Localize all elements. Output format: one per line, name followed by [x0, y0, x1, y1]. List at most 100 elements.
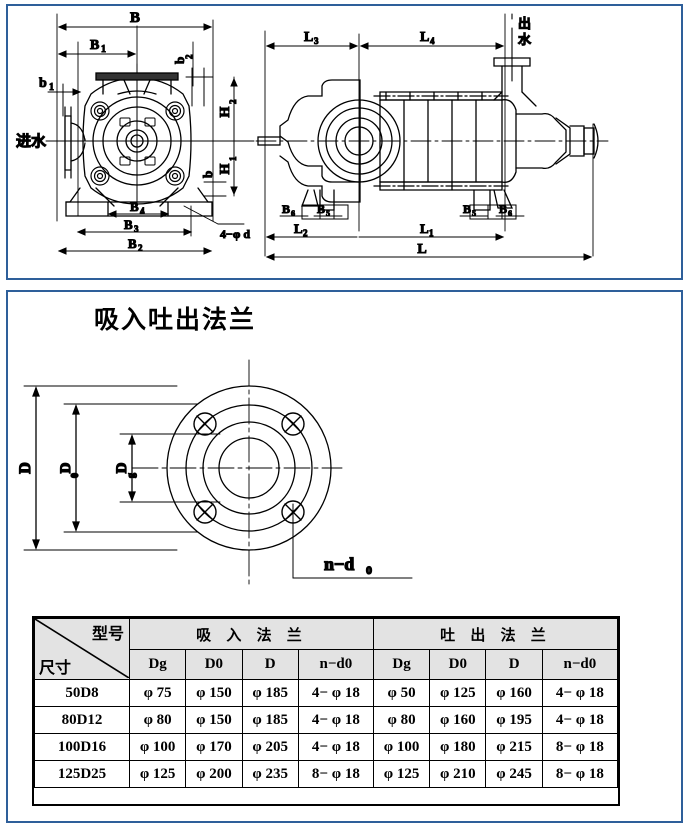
flange-spec-panel: 吸入吐出法兰	[6, 290, 683, 823]
table-row: 80D12 φ 80 φ 150 φ 185 4− φ 18 φ 80 φ 16…	[34, 706, 619, 734]
cell-suction-d0: φ 200	[185, 760, 243, 788]
dim-label-B3: B	[124, 217, 133, 232]
table-corner-cell: 型号 尺寸	[34, 618, 130, 680]
dim-label-B6-right: B	[499, 202, 507, 216]
cell-discharge-dg: φ 80	[372, 706, 431, 734]
dim-line-H2	[230, 77, 238, 141]
dim-label-B5-right-sub: 5	[472, 209, 476, 218]
dim-line-L	[265, 253, 593, 261]
dim-label-Dg: D	[114, 462, 130, 473]
col-header-suction-d0: D0	[185, 649, 243, 680]
outlet-label-2: 水	[518, 32, 532, 48]
cell-discharge-d: φ 215	[485, 733, 543, 761]
cell-suction-d: φ 185	[241, 679, 299, 707]
table-group-header-row: 型号 尺寸 吸 入 法 兰 吐 出 法 兰	[34, 618, 619, 680]
col-header-suction-nd0: n−d0	[297, 649, 374, 680]
dim-label-L3-sub: 3	[314, 36, 319, 46]
inlet-label: 进水	[16, 132, 47, 150]
cell-model: 80D12	[34, 706, 130, 734]
dim-label-D: D	[17, 462, 34, 474]
dim-label-b2: b	[172, 57, 187, 64]
dim-line-b1	[47, 83, 82, 117]
cell-discharge-nd0: 8− φ 18	[541, 760, 619, 788]
dim-line-L3	[265, 42, 359, 50]
corner-diagonal	[35, 619, 129, 678]
col-header-suction-dg: Dg	[128, 649, 187, 680]
dim-line-b	[203, 181, 227, 197]
dim-label-L1: L	[420, 221, 429, 236]
cell-model: 100D16	[34, 733, 130, 761]
dim-label-B3-sub: 3	[134, 224, 139, 234]
flange-diagram-svg: D D 0 D g n−d 0	[16, 359, 413, 587]
dim-label-B: B	[130, 10, 140, 26]
dim-label-H2: H	[218, 106, 233, 117]
dim-line-L2	[265, 233, 358, 241]
dim-line-D0	[72, 404, 80, 532]
dim-label-B5-left-sub: 5	[326, 209, 330, 218]
dim-label-H2-sub: 2	[228, 99, 238, 104]
bolt-hole-callout	[183, 205, 245, 225]
dim-label-B5-right: B	[463, 202, 471, 216]
dim-label-D0-sub: 0	[70, 473, 81, 478]
dim-label-L2-sub: 2	[303, 228, 308, 238]
dim-label-H1-sub: 1	[228, 156, 238, 161]
col-header-discharge-d0: D0	[429, 649, 487, 680]
cell-model: 50D8	[34, 679, 130, 707]
cell-discharge-nd0: 4− φ 18	[541, 706, 619, 734]
cell-discharge-d0: φ 210	[429, 760, 487, 788]
dim-label-B1-sub: 1	[101, 44, 106, 55]
table-head: 型号 尺寸 吸 入 法 兰 吐 出 法 兰 Dg D0 D n−d0 Dg D0…	[34, 618, 619, 680]
dim-line-B2	[57, 247, 213, 255]
dim-label-b1: b	[39, 76, 47, 91]
dim-label-B4-sub: 4	[140, 206, 145, 216]
dim-label-L1-sub: 1	[429, 228, 434, 238]
dim-line-B	[57, 23, 213, 31]
table-row: 50D8 φ 75 φ 150 φ 185 4− φ 18 φ 50 φ 125…	[34, 679, 619, 707]
cell-suction-d0: φ 170	[185, 733, 243, 761]
dim-label-B6-right-sub: 6	[508, 209, 512, 218]
dim-line-L4	[359, 42, 505, 50]
dim-label-B6-left-sub: 6	[291, 209, 295, 218]
cell-discharge-d: φ 195	[485, 706, 543, 734]
cell-model: 125D25	[34, 760, 130, 788]
cell-suction-d0: φ 150	[185, 679, 243, 707]
cell-discharge-dg: φ 125	[372, 760, 431, 788]
table-column-header-row: Dg D0 D n−d0 Dg D0 D n−d0	[35, 649, 619, 680]
table-row: 125D25 φ 125 φ 200 φ 235 8− φ 18 φ 125 φ…	[34, 760, 619, 788]
cell-suction-nd0: 4− φ 18	[297, 679, 374, 707]
dim-label-B6-left: B	[282, 202, 290, 216]
cell-discharge-d0: φ 180	[429, 733, 487, 761]
dim-label-b1-sub: 1	[49, 82, 54, 93]
dim-label-H1: H	[218, 163, 233, 174]
corner-model-label: 型号	[91, 624, 124, 643]
hole-callout-leader	[292, 503, 413, 579]
cell-suction-d: φ 235	[241, 760, 299, 788]
pump-assembly-svg: B B 1 b 1 b 2	[16, 10, 609, 261]
col-header-discharge-d: D	[485, 649, 543, 680]
cell-discharge-d: φ 160	[485, 679, 543, 707]
dim-label-B2-sub: 2	[138, 243, 143, 253]
dim-line-H1	[230, 139, 238, 196]
cell-suction-dg: φ 125	[128, 760, 187, 788]
dim-label-b2-sub: 2	[184, 54, 194, 59]
dim-line-L1	[358, 233, 505, 241]
section-title: 吸入吐出法兰	[94, 305, 257, 334]
dim-label-B5-left: B	[317, 202, 325, 216]
group-header-discharge: 吐 出 法 兰	[372, 618, 619, 650]
hole-note-sub: 0	[366, 563, 372, 577]
table-body: 50D8 φ 75 φ 150 φ 185 4− φ 18 φ 50 φ 125…	[34, 679, 619, 788]
dim-label-B1: B	[90, 38, 99, 53]
cell-discharge-d0: φ 160	[429, 706, 487, 734]
pump-assembly-panel: B B 1 b 1 b 2	[6, 4, 683, 280]
cell-suction-dg: φ 75	[128, 679, 187, 707]
dim-line-B4	[107, 210, 170, 218]
cell-discharge-dg: φ 50	[372, 679, 431, 707]
cell-discharge-nd0: 4− φ 18	[541, 679, 619, 707]
dim-line-Dg	[128, 434, 136, 502]
flange-spec-table: 型号 尺寸 吸 入 法 兰 吐 出 法 兰 Dg D0 D n−d0 Dg D0…	[34, 618, 619, 788]
cell-suction-d0: φ 150	[185, 706, 243, 734]
dim-label-Dg-sub: g	[126, 473, 137, 478]
cell-suction-d: φ 185	[241, 706, 299, 734]
cell-discharge-d: φ 245	[485, 760, 543, 788]
col-header-discharge-nd0: n−d0	[541, 649, 619, 680]
